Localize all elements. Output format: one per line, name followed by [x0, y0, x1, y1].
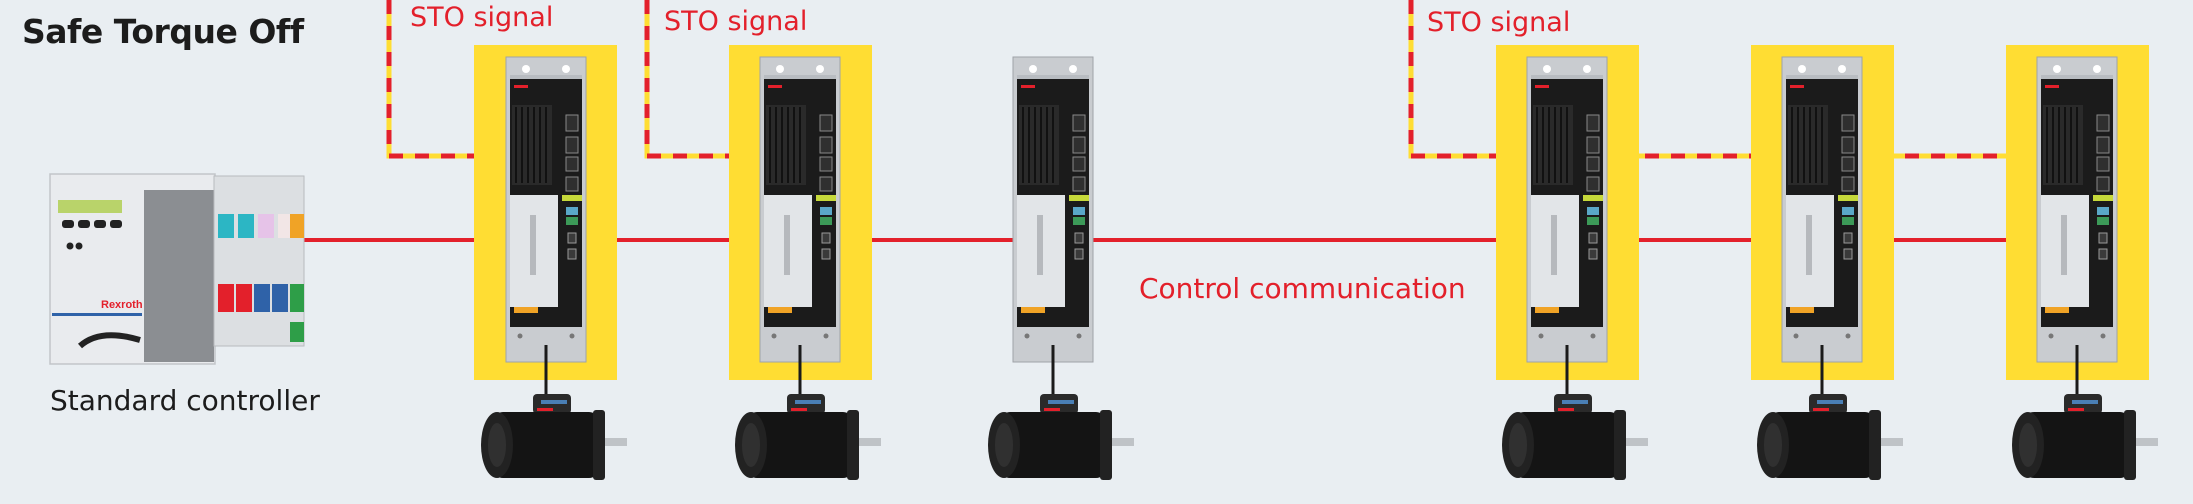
motor-1	[481, 394, 627, 480]
motor-5	[1757, 394, 1903, 480]
motor-4	[1502, 394, 1648, 480]
safety-frames	[474, 45, 2149, 380]
motor-3	[988, 394, 1134, 480]
controller-label: Standard controller	[50, 384, 320, 417]
sto-signal-label: STO signal	[410, 2, 554, 33]
communication-label: Control communication	[1139, 272, 1466, 305]
motor-2	[735, 394, 881, 480]
standard-controller: Rexroth	[49, 173, 305, 365]
drive-4	[1525, 55, 1609, 399]
motor-6	[2012, 394, 2158, 480]
drive-6	[2035, 55, 2119, 399]
controller-brand-logo: Rexroth	[101, 299, 143, 311]
drive-5	[1780, 55, 1864, 399]
drive-1	[504, 55, 588, 399]
drive-2	[758, 55, 842, 399]
drive-3	[1011, 55, 1095, 399]
sto-signal-label: STO signal	[664, 6, 808, 37]
sto-signal-label: STO signal	[1427, 7, 1571, 38]
page-title: Safe Torque Off	[22, 12, 304, 51]
